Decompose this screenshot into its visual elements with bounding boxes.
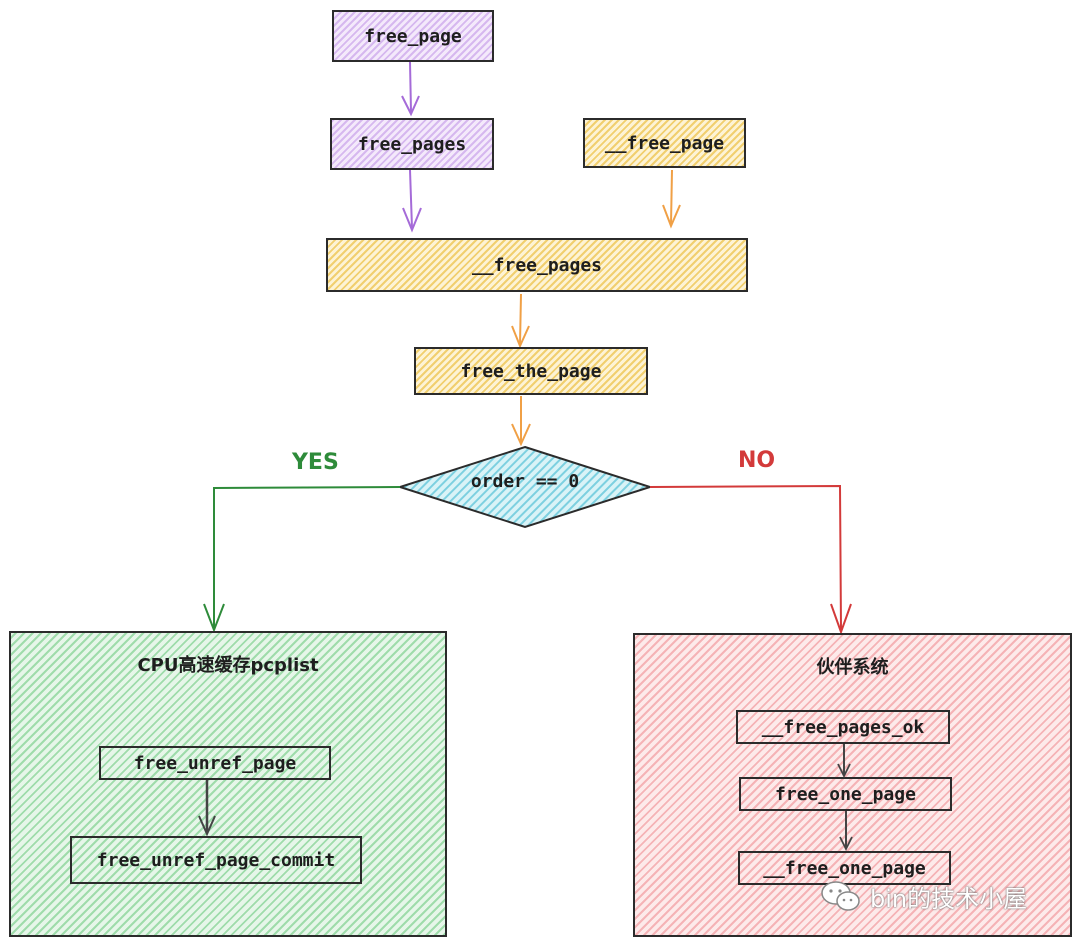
node-__free-pages: __free_pages (326, 238, 748, 292)
yes-branch-arrow (203, 486, 401, 633)
arrow-free-unref-page-to-commit (198, 780, 216, 836)
yes-label: YES (292, 450, 339, 475)
no-label: NO (738, 448, 776, 473)
node-__free-pages-ok: __free_pages_ok (736, 710, 950, 744)
pcplist-group-title: CPU高速缓存pcplist (137, 655, 319, 676)
node-free-the-page: free_the_page (414, 347, 648, 395)
decision-label: order == 0 (470, 471, 580, 492)
arrow-free-page-to-free-pages (401, 61, 420, 117)
node-__free-page: __free_page (583, 118, 746, 168)
node-free-unref-page-commit: free_unref_page_commit (70, 836, 362, 884)
arrow-free-one-page-to-__free-one-page (839, 811, 853, 851)
decision-diamond (396, 445, 654, 529)
arrow-free-pages-to-__free-pages (402, 169, 422, 233)
watermark-text: bin的技术小屋 (870, 884, 1028, 913)
node-free-unref-page: free_unref_page (99, 746, 331, 780)
pcplist-group: CPU高速缓存pcplist (9, 631, 447, 937)
arrow-__free-pages-to-free-the-page (511, 293, 530, 349)
node-free-pages: free_pages (330, 118, 494, 170)
wechat-icon (821, 881, 860, 911)
buddy-group-title: 伙伴系统 (816, 657, 889, 678)
arrow-__free-page-to-__free-pages (662, 169, 681, 229)
arrow-free-pages-ok-to-free-one-page (837, 744, 851, 778)
watermark: bin的技术小屋 (820, 878, 1060, 914)
no-branch-arrow (649, 484, 852, 635)
node-free-page: free_page (332, 10, 494, 62)
buddy-system-group: 伙伴系统 (633, 633, 1072, 937)
arrow-free-the-page-to-decision (511, 396, 531, 447)
node-free-one-page: free_one_page (739, 777, 952, 811)
